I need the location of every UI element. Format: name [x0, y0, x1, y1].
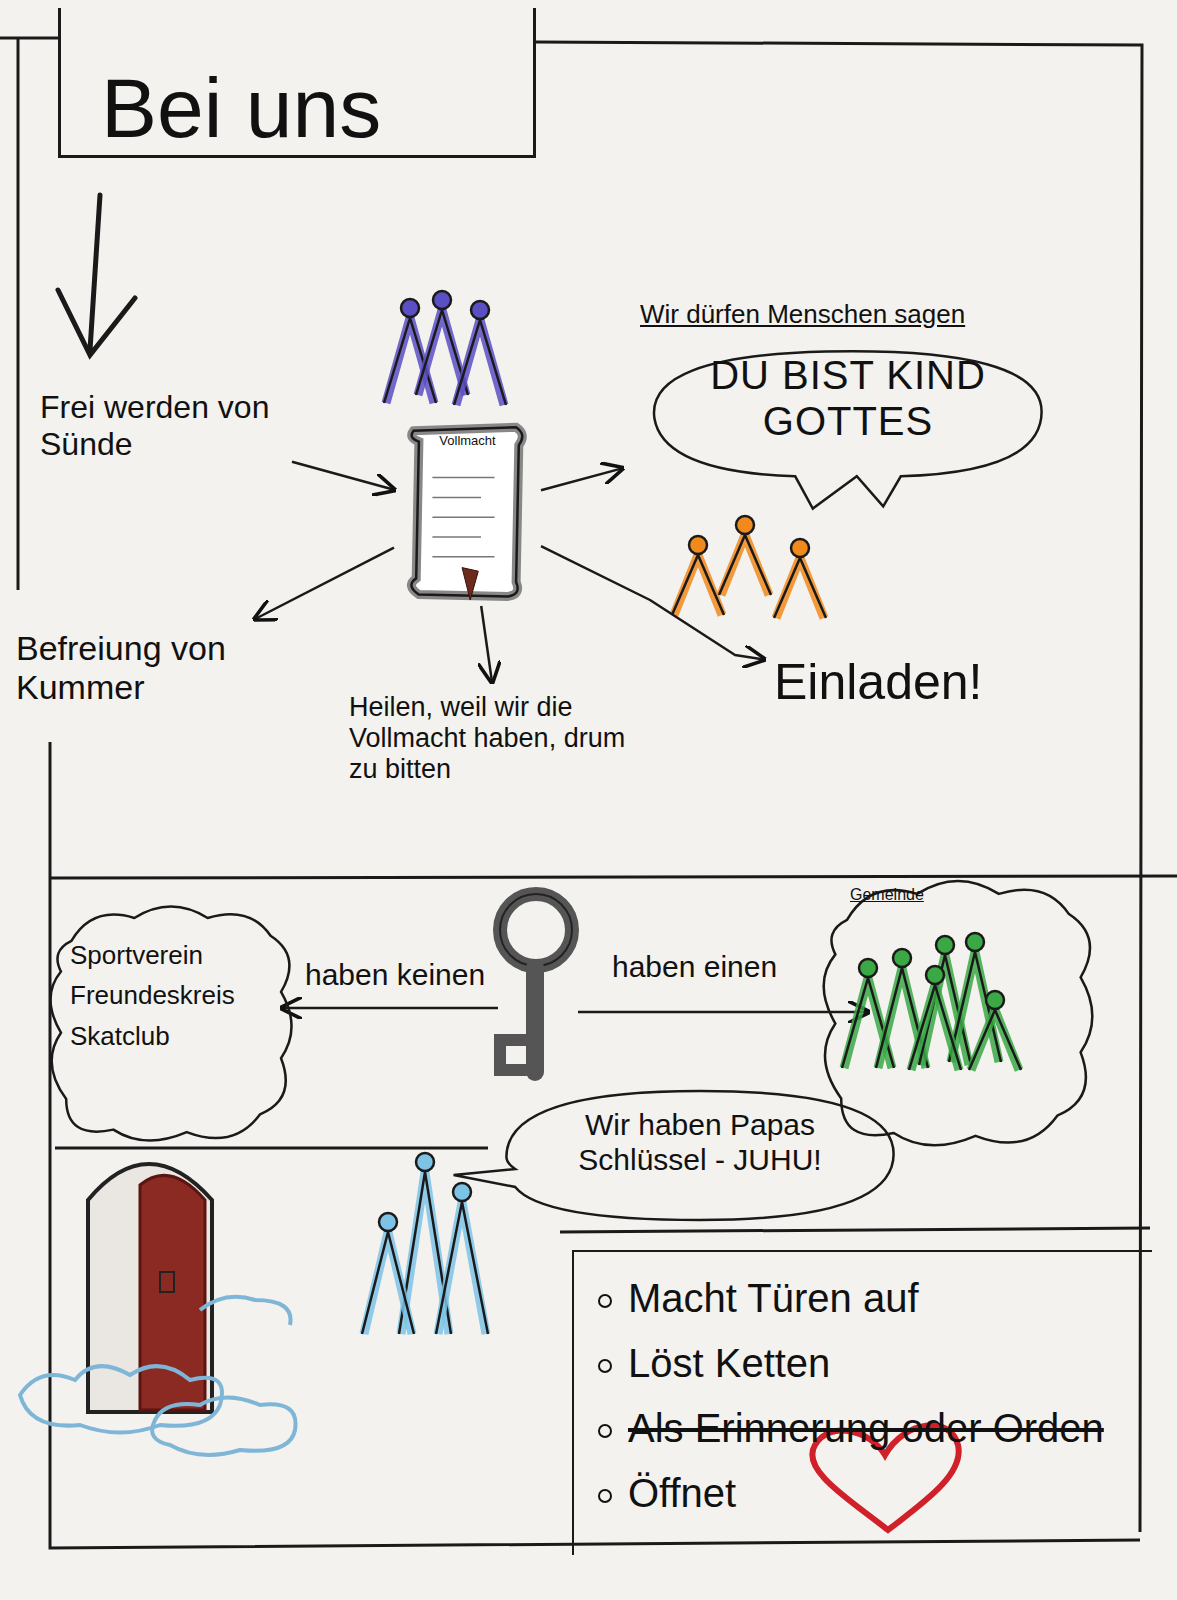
key-symbol — [500, 894, 572, 1072]
arrow-label: haben keinen — [305, 958, 485, 992]
node-text: Einladen! — [774, 654, 1066, 712]
frame — [0, 38, 1177, 1548]
connector-arrow — [541, 546, 764, 659]
connector-arrow — [255, 548, 394, 619]
key-arrows — [282, 1008, 868, 1012]
node-text: Sportverein Freundeskreis Skatclub — [70, 935, 278, 1056]
list-item: Macht Türen auf — [594, 1276, 1132, 1321]
cloud-node: Gemeinde — [812, 868, 1104, 1156]
list-item: Löst Ketten — [594, 1341, 1132, 1386]
text-node: Heilen, weil wir die Vollmacht haben, dr… — [345, 688, 655, 789]
scroll-node: Vollmacht — [400, 420, 535, 600]
node-text: Heilen, weil wir die Vollmacht haben, dr… — [349, 692, 651, 785]
cloud-outline — [812, 868, 1104, 1156]
title-arrow — [58, 195, 135, 355]
text-node: Einladen! — [770, 650, 1070, 716]
list-item: Öffnet — [594, 1471, 1132, 1516]
node-text: DU BIST KIND GOTTES — [628, 340, 1068, 444]
cloud-node: Sportverein Freundeskreis Skatclub — [40, 895, 302, 1150]
list-box: Macht Türen aufLöst KettenAls Erinnerung… — [572, 1250, 1152, 1555]
connector-arrow — [541, 468, 622, 490]
speech-bubble: Wir haben Papas Schlüssel - JUHU! — [480, 1082, 920, 1232]
door-symbol — [20, 1164, 296, 1455]
text-node: Befreiung von Kummer — [12, 625, 307, 711]
people-figures — [362, 291, 1021, 1334]
node-text: Wir haben Papas Schlüssel - JUHU! — [520, 1108, 880, 1177]
connector-arrow — [481, 606, 492, 682]
node-text: Befreiung von Kummer — [16, 629, 303, 707]
node-text: Gemeinde — [832, 886, 1084, 904]
title: Bei uns — [58, 8, 536, 158]
connector-arrow — [292, 462, 394, 490]
text-node: Frei werden von Sünde — [36, 385, 286, 467]
node-text: Wir dürfen Menschen sagen — [628, 300, 1068, 340]
node-text: Vollmacht — [410, 434, 525, 449]
speech-bubble: Wir dürfen Menschen sagenDU BIST KIND GO… — [628, 300, 1068, 515]
arrow-label: haben einen — [612, 950, 777, 984]
node-text: Frei werden von Sünde — [40, 389, 282, 463]
list-item: Als Erinnerung oder Orden — [594, 1406, 1132, 1451]
